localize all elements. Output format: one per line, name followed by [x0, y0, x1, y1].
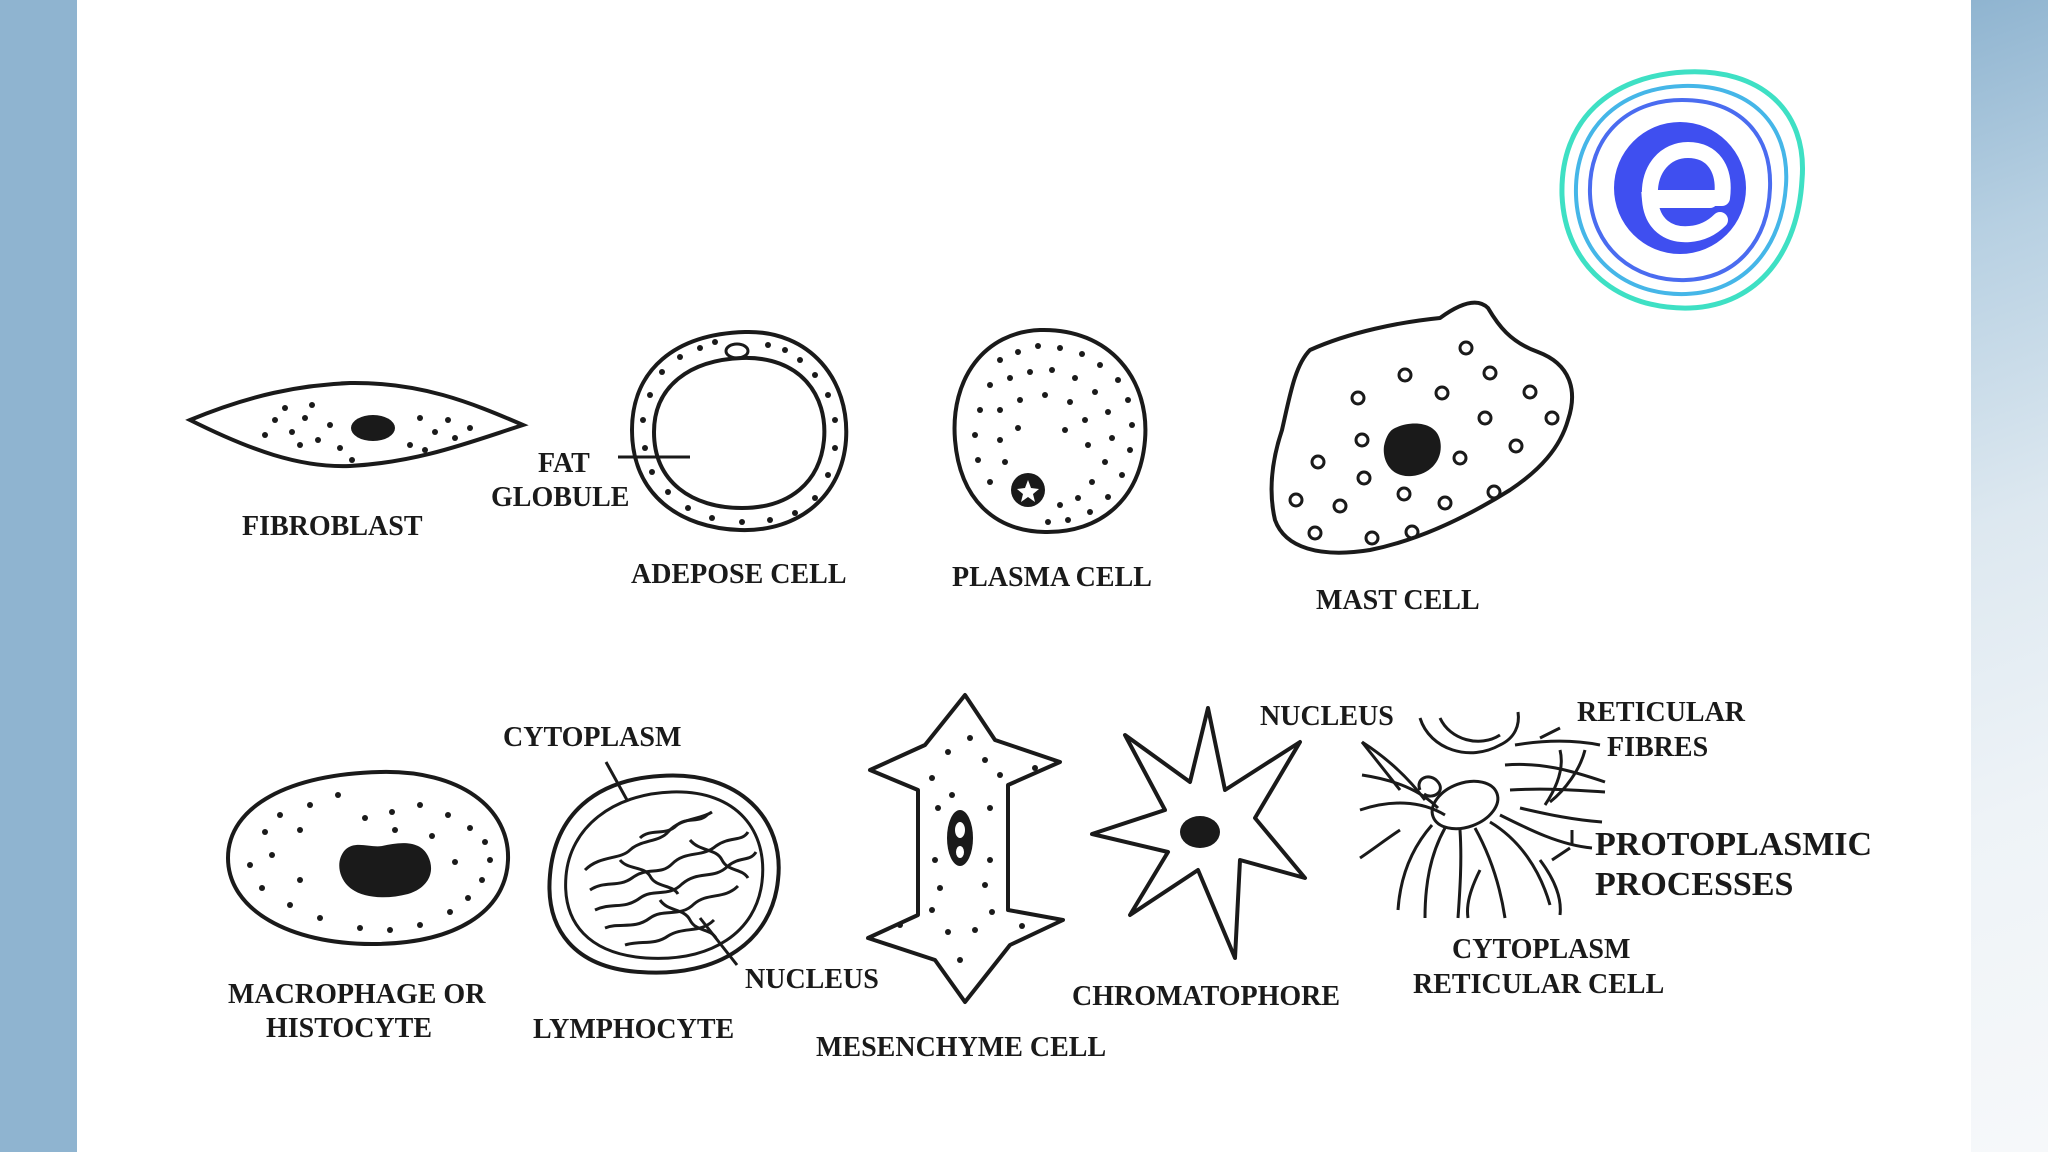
fibroblast-cell — [185, 380, 529, 469]
label-reticular-cell: RETICULAR CELL — [1413, 969, 1664, 1000]
plasma-cell — [952, 327, 1148, 535]
label-mast-cell: MAST CELL — [1316, 585, 1480, 616]
lymphocyte-cell — [547, 761, 781, 975]
label-chromatophore: CHROMATOPHORE — [1072, 981, 1340, 1012]
right-side-band — [1971, 0, 2048, 1152]
label-nucleus-reticular: NUCLEUS — [1260, 701, 1394, 732]
macrophage-cell — [225, 769, 511, 947]
label-plasma-cell: PLASMA CELL — [952, 562, 1152, 593]
chromatophore-cell — [1090, 706, 1307, 960]
mesenchyme-cell — [866, 693, 1065, 1004]
label-cytoplasm-reticular: CYTOPLASM — [1452, 934, 1630, 965]
label-adepose-cell: ADEPOSE CELL — [631, 559, 847, 590]
e-logo-icon — [1559, 69, 1805, 311]
label-protoplasmic-line2: PROCESSES — [1595, 866, 1793, 903]
left-side-band — [0, 0, 77, 1152]
label-mesenchyme-cell: MESENCHYME CELL — [816, 1032, 1106, 1063]
adepose-cell — [618, 329, 849, 533]
label-fat: FAT — [538, 448, 590, 479]
connective-tissue-cells-diagram: FIBROBLAST FAT GLOBULE ADEPOSE CELL — [185, 69, 1872, 1063]
label-macrophage-line1: MACROPHAGE OR — [228, 979, 486, 1010]
diagram-canvas: FIBROBLAST FAT GLOBULE ADEPOSE CELL — [77, 0, 1971, 1152]
label-globule: GLOBULE — [491, 482, 629, 513]
mast-cell — [1269, 300, 1574, 555]
label-lymphocyte: LYMPHOCYTE — [533, 1014, 734, 1045]
reticular-cell — [1359, 711, 1606, 919]
label-nucleus-lymphocyte: NUCLEUS — [745, 964, 879, 995]
label-reticular-line1: RETICULAR — [1577, 697, 1746, 728]
label-fibroblast: FIBROBLAST — [242, 511, 423, 542]
label-protoplasmic-line1: PROTOPLASMIC — [1595, 826, 1872, 863]
label-reticular-line2: FIBRES — [1607, 732, 1708, 763]
label-cytoplasm-lymphocyte: CYTOPLASM — [503, 722, 681, 753]
label-macrophage-line2: HISTOCYTE — [266, 1013, 432, 1044]
